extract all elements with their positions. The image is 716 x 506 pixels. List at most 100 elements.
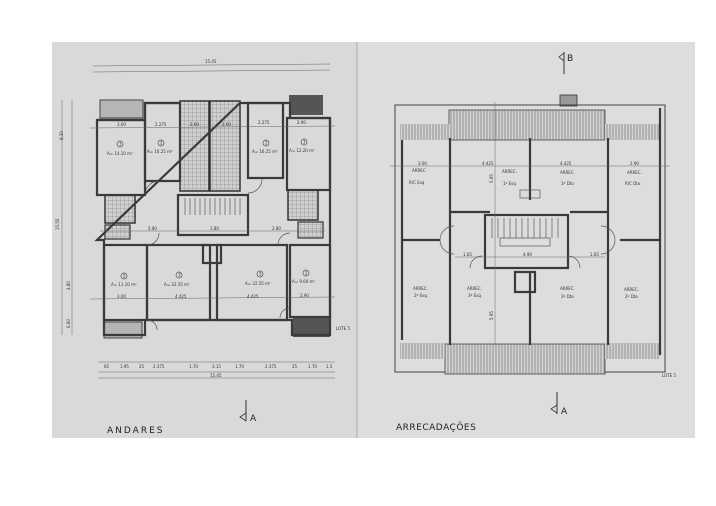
svg-text:ARREC.: ARREC. bbox=[467, 286, 482, 291]
dim-total-bottom: 15.45 bbox=[210, 373, 222, 378]
svg-text:1.65: 1.65 bbox=[463, 252, 472, 257]
svg-text:A= 14.10 m²: A= 14.10 m² bbox=[107, 151, 133, 156]
dim-total-top: 15.45 bbox=[205, 59, 217, 64]
svg-text:R/C Dto: R/C Dto bbox=[625, 181, 641, 186]
svg-text:2.80: 2.80 bbox=[148, 226, 157, 231]
svg-text:A= 9.60 m²: A= 9.60 m² bbox=[292, 279, 315, 284]
svg-text:ARREC.: ARREC. bbox=[502, 169, 517, 174]
svg-text:3: 3 bbox=[259, 272, 262, 277]
room-label: 2A= 16.25 m² bbox=[252, 139, 278, 154]
room-label: 3 A= 14.10 m² bbox=[107, 140, 133, 156]
svg-text:25: 25 bbox=[139, 364, 145, 369]
plan-title: ARRECADAÇÕES bbox=[396, 421, 476, 433]
svg-text:ARREC.: ARREC. bbox=[412, 168, 427, 173]
svg-text:2: 2 bbox=[123, 274, 126, 279]
top-room-dims: 3.00 2.275 2.60 2.60 2.275 2.90 bbox=[117, 120, 306, 127]
svg-text:2.90: 2.90 bbox=[630, 161, 639, 166]
svg-text:3: 3 bbox=[178, 273, 181, 278]
mid-dims: 2.80 1.80 2.80 bbox=[148, 226, 281, 231]
svg-text:3.15: 3.15 bbox=[212, 364, 221, 369]
storage-label: ARREC.1º Esq bbox=[502, 169, 517, 186]
andares-plan: 15.45 8.30 15.55 4.80 6.60 bbox=[55, 59, 350, 436]
section-mark: A bbox=[250, 414, 257, 424]
chimney bbox=[559, 94, 578, 107]
svg-text:4.425: 4.425 bbox=[560, 161, 572, 166]
svg-text:3.00: 3.00 bbox=[418, 161, 427, 166]
svg-text:1.70: 1.70 bbox=[189, 364, 198, 369]
svg-text:A= 11.10 m²: A= 11.10 m² bbox=[111, 282, 137, 287]
section-arrow-icon bbox=[550, 404, 558, 414]
svg-text:ARREC.: ARREC. bbox=[627, 170, 642, 175]
bottom-dims: 65 1.95 25 2.375 1.70 3.15 1.70 2.375 25… bbox=[104, 364, 333, 369]
svg-text:1º Dto: 1º Dto bbox=[561, 181, 574, 186]
room-label: 2 A= 16.25 m² bbox=[147, 139, 173, 154]
room-label: 2 A= 11.10 m² bbox=[111, 272, 137, 287]
svg-text:4.425: 4.425 bbox=[247, 294, 259, 299]
svg-text:ARREC.: ARREC. bbox=[624, 287, 639, 292]
svg-text:ARREC.: ARREC. bbox=[560, 170, 575, 175]
room-label: 3 A= 22.55 m² bbox=[164, 271, 190, 287]
dim-side: 4.80 bbox=[66, 281, 71, 290]
dim-side: 6.60 bbox=[66, 319, 71, 328]
storage-label: ARREC. 3º Esq bbox=[467, 286, 482, 298]
svg-text:3.00: 3.00 bbox=[117, 122, 126, 127]
lot-label: LOTE 5 bbox=[662, 373, 676, 378]
svg-text:A= 16.25 m²: A= 16.25 m² bbox=[147, 149, 173, 154]
svg-text:2.90: 2.90 bbox=[300, 293, 309, 298]
balcony bbox=[289, 95, 323, 115]
section-arrow-icon bbox=[239, 412, 247, 422]
svg-text:2º Esq: 2º Esq bbox=[414, 293, 427, 298]
svg-text:A= 22.55 m²: A= 22.55 m² bbox=[245, 281, 271, 286]
balcony bbox=[293, 318, 330, 337]
svg-text:3º Dto: 3º Dto bbox=[561, 294, 574, 299]
balcony bbox=[99, 99, 144, 119]
stair-core bbox=[176, 193, 250, 237]
svg-text:1.70: 1.70 bbox=[308, 364, 317, 369]
mid-dims: 1.65 4.90 1.65 bbox=[463, 252, 599, 257]
svg-text:A= 22.55 m²: A= 22.55 m² bbox=[164, 282, 190, 287]
svg-text:1.5: 1.5 bbox=[326, 364, 333, 369]
svg-text:3: 3 bbox=[119, 142, 122, 147]
svg-text:2.275: 2.275 bbox=[155, 122, 167, 127]
svg-text:4.90: 4.90 bbox=[523, 252, 532, 257]
top-dims: 3.00 4.425 4.425 2.90 bbox=[418, 161, 639, 166]
svg-text:2º Dto: 2º Dto bbox=[625, 294, 638, 299]
room-label: 2A= 9.60 m² bbox=[292, 269, 315, 284]
svg-text:2.80: 2.80 bbox=[272, 226, 281, 231]
lower-room-dims: 3.00 4.425 4.425 2.90 bbox=[117, 293, 309, 299]
svg-text:2: 2 bbox=[265, 141, 268, 146]
svg-text:1.80: 1.80 bbox=[210, 226, 219, 231]
svg-text:65: 65 bbox=[104, 364, 110, 369]
svg-text:3.00: 3.00 bbox=[117, 294, 126, 299]
svg-text:ARREC.: ARREC. bbox=[560, 286, 575, 291]
storage-label: ARREC. 2º Esq bbox=[413, 286, 428, 298]
svg-text:2: 2 bbox=[160, 141, 163, 146]
svg-text:2.60: 2.60 bbox=[222, 122, 231, 127]
svg-text:3º Esq: 3º Esq bbox=[468, 293, 481, 298]
svg-text:2.90: 2.90 bbox=[297, 120, 306, 125]
stair-core bbox=[483, 213, 570, 270]
svg-text:A= 12.20 m²: A= 12.20 m² bbox=[289, 148, 315, 153]
lot-label: LOTE 5 bbox=[336, 326, 350, 331]
svg-text:2.375: 2.375 bbox=[265, 364, 277, 369]
svg-text:R/C Esq: R/C Esq bbox=[409, 180, 425, 185]
storage-label: ARREC. R/C Esq bbox=[409, 168, 427, 185]
storage-label: ARREC. 2º Dto bbox=[624, 287, 639, 299]
svg-text:2.275: 2.275 bbox=[258, 120, 270, 125]
svg-text:1.95: 1.95 bbox=[120, 364, 129, 369]
room-label: 3 A= 22.55 m² bbox=[245, 270, 271, 286]
dim-side: 5.95 bbox=[489, 311, 494, 320]
section-arrow-icon bbox=[558, 52, 565, 62]
section-mark-top: B bbox=[567, 54, 573, 64]
room-label: 3 A= 12.20 m² bbox=[289, 138, 315, 153]
svg-text:4.425: 4.425 bbox=[482, 161, 494, 166]
svg-text:ARREC.: ARREC. bbox=[413, 286, 428, 291]
svg-text:1.65: 1.65 bbox=[590, 252, 599, 257]
dim-side: 5.95 bbox=[489, 174, 494, 183]
svg-text:4.425: 4.425 bbox=[175, 294, 187, 299]
svg-text:2.60: 2.60 bbox=[190, 122, 199, 127]
svg-text:1.70: 1.70 bbox=[235, 364, 244, 369]
svg-text:3: 3 bbox=[303, 140, 306, 145]
arrecadacoes-plan: B 3.00 4.425 4.425 bbox=[390, 52, 676, 433]
